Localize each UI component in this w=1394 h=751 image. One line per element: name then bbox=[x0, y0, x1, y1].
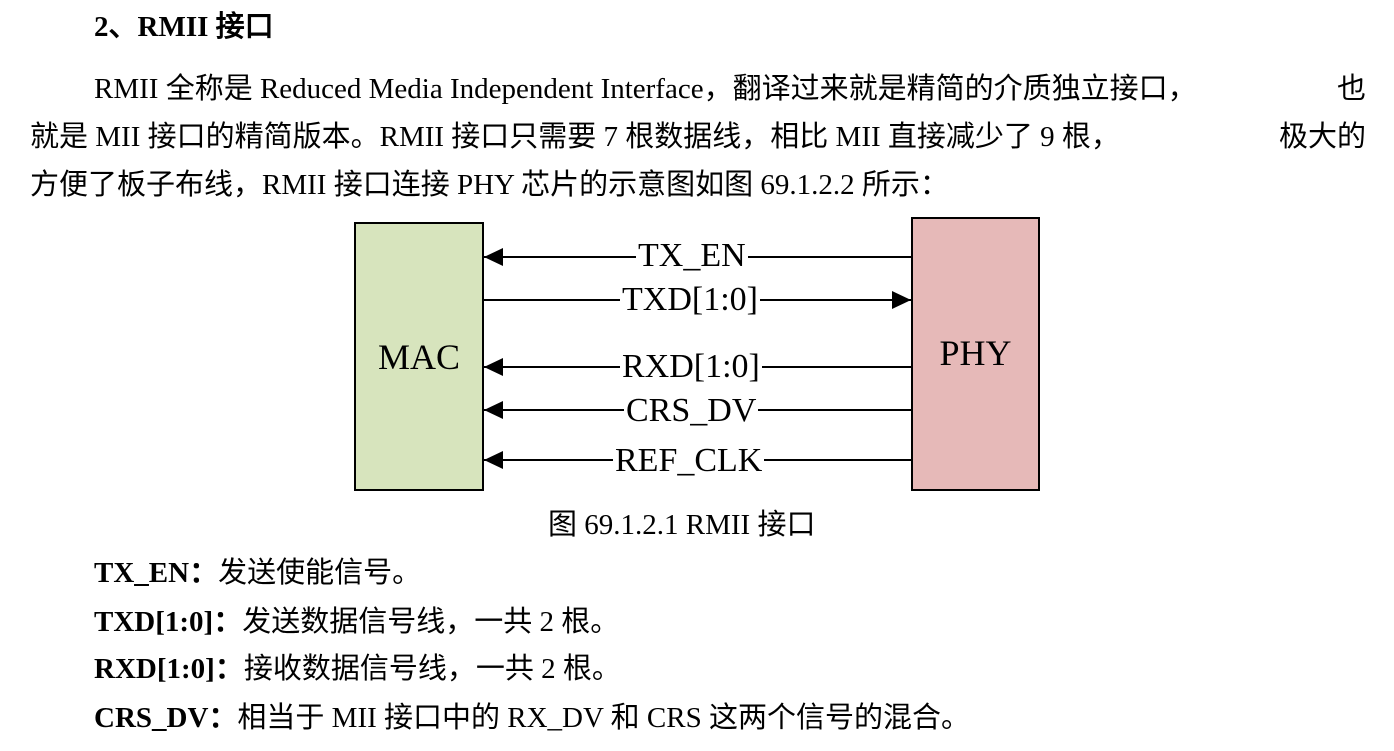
arrowhead-icon bbox=[484, 248, 503, 266]
signal-label-rxd: RXD[1:0] bbox=[620, 348, 762, 385]
definition-term: RXD[1:0]： bbox=[94, 653, 244, 685]
arrowhead-icon bbox=[892, 291, 911, 309]
paragraph-line-2-end: 极大的 bbox=[1278, 121, 1366, 153]
paragraph-line-2-text: 就是 MII 接口的精简版本。RMII 接口只需要 7 根数据线，相比 MII … bbox=[30, 121, 1120, 153]
paragraph-line-1-end: 也 bbox=[1336, 73, 1366, 105]
mac-label: MAC bbox=[377, 337, 461, 377]
signal-label-tx-en: TX_EN bbox=[636, 237, 748, 274]
paragraph-line-1-text: RMII 全称是 Reduced Media Independent Inter… bbox=[94, 73, 1197, 105]
arrowhead-icon bbox=[484, 401, 503, 419]
mac-block: MAC bbox=[354, 222, 484, 491]
definition-txd: TXD[1:0]：发送数据信号线，一共 2 根。 bbox=[94, 605, 619, 639]
definition-text: 发送数据信号线，一共 2 根。 bbox=[242, 606, 620, 638]
phy-label: PHY bbox=[939, 333, 1012, 373]
signal-label-txd: TXD[1:0] bbox=[620, 281, 760, 318]
definition-text: 接收数据信号线，一共 2 根。 bbox=[243, 653, 621, 685]
paragraph-line-3: 方便了板子布线，RMII 接口连接 PHY 芯片的示意图如图 69.1.2.2 … bbox=[30, 169, 949, 201]
definition-crs-dv: CRS_DV：相当于 MII 接口中的 RX_DV 和 CRS 这两个信号的混合… bbox=[94, 701, 970, 735]
arrowhead-icon bbox=[484, 358, 503, 376]
definition-tx-en: TX_EN：发送使能信号。 bbox=[94, 556, 421, 590]
signal-label-ref-clk: REF_CLK bbox=[613, 442, 765, 479]
arrowhead-icon bbox=[484, 451, 503, 469]
definition-term: TXD[1:0]： bbox=[94, 606, 243, 638]
paragraph-line-1: RMII 全称是 Reduced Media Independent Inter… bbox=[94, 72, 1366, 106]
section-heading: 2、RMII 接口 bbox=[94, 11, 274, 43]
definition-text: 发送使能信号。 bbox=[218, 557, 422, 589]
definition-term: CRS_DV： bbox=[94, 702, 238, 734]
figure-caption: 图 69.1.2.1 RMII 接口 bbox=[548, 509, 816, 541]
signal-label-crs-dv: CRS_DV bbox=[624, 392, 759, 429]
definition-term: TX_EN： bbox=[94, 557, 219, 589]
phy-block: PHY bbox=[911, 217, 1040, 491]
paragraph-line-2: 就是 MII 接口的精简版本。RMII 接口只需要 7 根数据线，相比 MII … bbox=[30, 120, 1366, 154]
definition-rxd: RXD[1:0]：接收数据信号线，一共 2 根。 bbox=[94, 652, 621, 686]
definition-text: 相当于 MII 接口中的 RX_DV 和 CRS 这两个信号的混合。 bbox=[237, 702, 970, 734]
